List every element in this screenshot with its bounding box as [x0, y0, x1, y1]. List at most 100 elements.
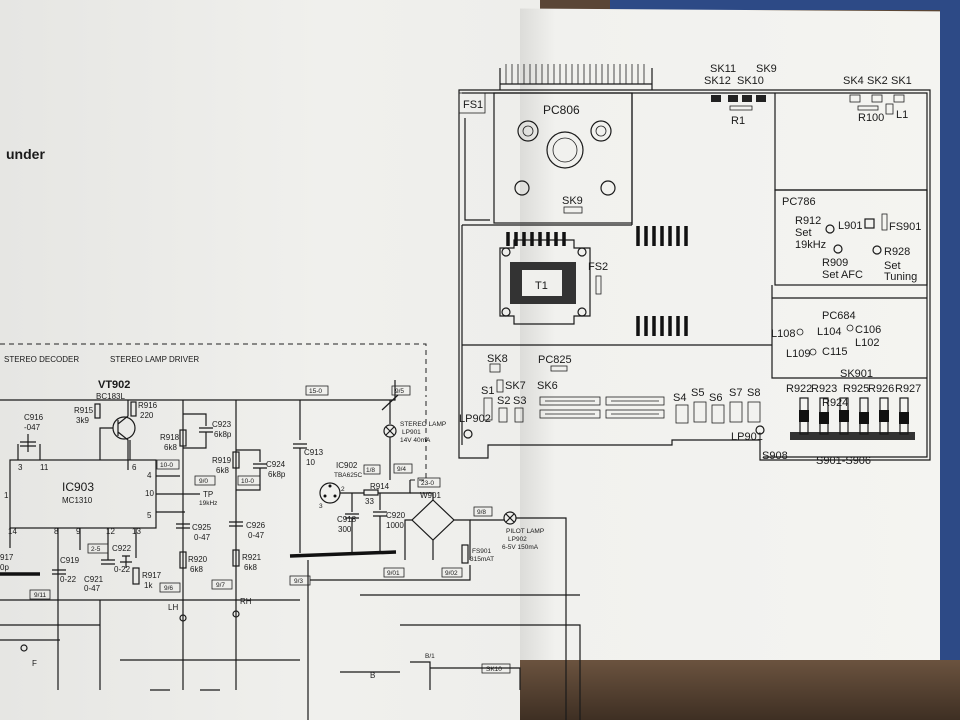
heading-text: under [6, 146, 45, 162]
s901-s906-label: S901-S906 [816, 455, 871, 467]
pin-label: 2 [341, 486, 345, 493]
c920-value: 1000 [386, 521, 404, 530]
t1-label: T1 [535, 280, 548, 292]
pin-label: 8 [54, 527, 59, 536]
node-tag: 9/7 [216, 582, 225, 589]
fs901-ref: FS901 [472, 548, 492, 555]
lp901b-label: LP901 [731, 431, 763, 443]
vt902-ref: VT902 [98, 379, 130, 391]
partial-label: 0p [0, 563, 9, 572]
partial-label: 917 [0, 553, 14, 562]
r927-label: R927 [895, 383, 921, 395]
pin-label: 3 [319, 503, 323, 510]
node-tag: 9/5 [395, 388, 404, 395]
node-tag: 10-0 [241, 478, 254, 485]
c925-ref: C925 [192, 523, 212, 532]
r916-value: 220 [140, 411, 154, 420]
r926-label: R926 [868, 383, 894, 395]
c919-ref: C919 [60, 556, 80, 565]
lp902-value: 6-5V 150mA [502, 544, 539, 551]
lh-label: LH [168, 603, 178, 612]
l1-label: L1 [896, 109, 908, 121]
sk2-label: SK2 [867, 75, 888, 87]
c926-ref: C926 [246, 521, 266, 530]
wooden-table [520, 660, 960, 720]
r924-label: R924 [822, 397, 848, 409]
c916-value: -047 [24, 423, 41, 432]
sk11-label: SK11 [710, 63, 736, 75]
c918-ref: C918 [337, 515, 357, 524]
slider-switch-bank [790, 397, 915, 440]
c925-value: 0-47 [194, 533, 211, 542]
r917-value: 1k [144, 581, 153, 590]
pin-label: 10 [145, 489, 154, 498]
set-afc-label: Set AFC [822, 269, 863, 281]
s4-label: S4 [673, 392, 686, 404]
c924-ref: C924 [266, 460, 286, 469]
node-tag: B/1 [425, 653, 435, 660]
tp-value: 19kHz [199, 500, 217, 507]
blue-cover-top [610, 0, 960, 10]
b3-label: B [370, 671, 375, 680]
node-tag: 10-0 [160, 462, 173, 469]
l108-label: L108 [771, 328, 795, 340]
f19-label: 19kHz [795, 239, 826, 251]
pc806-label: PC806 [543, 103, 580, 117]
c923-value: 6k8p [214, 430, 232, 439]
sk6-label: SK6 [537, 380, 558, 392]
r100-label: R100 [858, 112, 884, 124]
pin-label: 6 [132, 463, 137, 472]
tp-ref: TP [203, 490, 213, 499]
f-label: F [32, 659, 37, 668]
c918-value: 300 [338, 525, 352, 534]
c922-value: 0-22 [114, 565, 131, 574]
lp901-ref: LP901 [402, 429, 421, 436]
c920-ref: C920 [386, 511, 406, 520]
sk10-label: SK10 [737, 75, 764, 87]
c913-ref: C913 [304, 448, 324, 457]
c923-ref: C923 [212, 420, 232, 429]
set1-label: Set [795, 227, 812, 239]
pc786-label: PC786 [782, 196, 816, 208]
c115-label: C115 [822, 346, 847, 358]
l102-label: L102 [855, 337, 879, 349]
l104-label: L104 [817, 326, 841, 338]
blue-cover-edge [940, 0, 960, 670]
section-label-stereo-decoder: STEREO DECODER [4, 355, 79, 364]
pcb-layout-diagram: FS1 PC806 SK9 SK11 SK9 SK12 SK10 R1 SK [458, 63, 931, 467]
pc825-label: PC825 [538, 354, 572, 366]
r915-ref: R915 [74, 406, 94, 415]
node-tag: SK10 [486, 666, 502, 673]
c921-value: 0-47 [84, 584, 101, 593]
r1-label: R1 [731, 115, 745, 127]
pin-label: 4 [147, 471, 152, 480]
sk7-label: SK7 [505, 380, 526, 392]
transistor-symbol [112, 416, 136, 440]
pin-label: 13 [132, 527, 141, 536]
fs1-label: FS1 [463, 99, 483, 111]
r916-ref: R916 [138, 401, 158, 410]
s3-label: S3 [513, 395, 526, 407]
r921-ref: R921 [242, 553, 262, 562]
lp901-label: STEREO LAMP [400, 421, 446, 428]
transformer-t1: T1 [499, 239, 591, 325]
rh-label: RH [240, 597, 252, 606]
c921-ref: C921 [84, 575, 104, 584]
c106-label: C106 [855, 324, 881, 336]
c919-value: 0-22 [60, 575, 77, 584]
node-tag: 9/3 [294, 578, 303, 585]
s908-label: S908 [762, 450, 788, 462]
node-tag: 9/6 [164, 585, 173, 592]
r919-value: 6k8 [216, 466, 229, 475]
sk8-label: SK8 [487, 353, 508, 365]
node-tag: 9/01 [387, 570, 400, 577]
ic902-part: TBA625C [334, 472, 362, 479]
pin-label: 3 [18, 463, 23, 472]
w901-ref: W901 [420, 491, 441, 500]
set2-label: Set [884, 260, 901, 272]
s6-label: S6 [709, 392, 722, 404]
r915-value: 3k9 [76, 416, 89, 425]
sk4-label: SK4 [843, 75, 864, 87]
pin-label: 11 [40, 463, 49, 472]
